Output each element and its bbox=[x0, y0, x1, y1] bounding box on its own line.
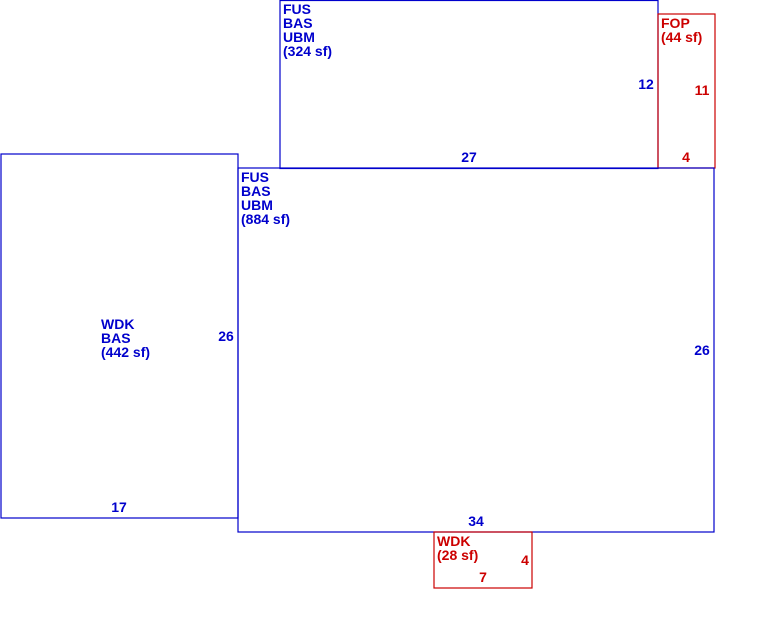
left-area-size: (442 sf) bbox=[101, 344, 150, 360]
main-code-1: FUS bbox=[241, 169, 269, 185]
dim-upper-width: 27 bbox=[461, 149, 477, 165]
main-code-3: UBM bbox=[241, 197, 273, 213]
deck-area-outline bbox=[433, 531, 533, 589]
deck-area-label: WDK (28 sf) bbox=[437, 533, 478, 563]
deck-area-size: (28 sf) bbox=[437, 547, 478, 563]
porch-area-size: (44 sf) bbox=[661, 29, 702, 45]
left-code-2: BAS bbox=[101, 330, 131, 346]
main-area-outline bbox=[237, 167, 715, 533]
porch-area-label: FOP (44 sf) bbox=[661, 15, 702, 45]
upper-code-2: BAS bbox=[283, 15, 313, 31]
dim-deck-height: 4 bbox=[521, 552, 529, 568]
main-area-label: FUS BAS UBM (884 sf) bbox=[241, 169, 290, 227]
upper-code-3: UBM bbox=[283, 29, 315, 45]
dim-main-height: 26 bbox=[694, 342, 710, 358]
porch-code-1: FOP bbox=[661, 15, 690, 31]
left-code-1: WDK bbox=[101, 316, 134, 332]
dim-left-width: 17 bbox=[111, 499, 127, 515]
left-area-label: WDK BAS (442 sf) bbox=[101, 316, 150, 360]
dim-upper-height: 12 bbox=[638, 76, 654, 92]
upper-area-label: FUS BAS UBM (324 sf) bbox=[283, 1, 332, 59]
upper-area-size: (324 sf) bbox=[283, 43, 332, 59]
main-code-2: BAS bbox=[241, 183, 271, 199]
upper-code-1: FUS bbox=[283, 1, 311, 17]
dim-porch-height: 11 bbox=[695, 82, 710, 98]
dimension-labels: 12 27 11 4 26 17 26 34 4 7 bbox=[111, 76, 710, 585]
dim-left-height: 26 bbox=[218, 328, 234, 344]
main-area-size: (884 sf) bbox=[241, 211, 290, 227]
dim-deck-width: 7 bbox=[479, 569, 487, 585]
dim-main-width: 34 bbox=[468, 513, 484, 529]
deck-code-1: WDK bbox=[437, 533, 470, 549]
upper-area-outline bbox=[279, 0, 659, 170]
dim-porch-width: 4 bbox=[682, 149, 690, 165]
